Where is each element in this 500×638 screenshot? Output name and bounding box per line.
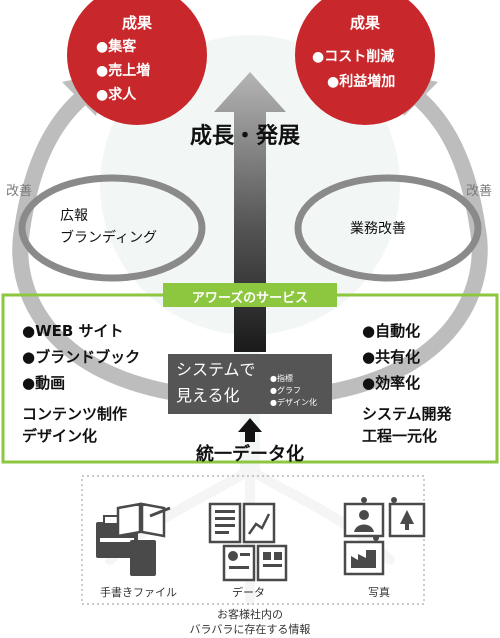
right-result-item: ●利益増加 bbox=[327, 74, 396, 90]
right-service-item: ●共有化 bbox=[362, 348, 421, 366]
data-document-icon bbox=[208, 502, 288, 582]
photo-icon bbox=[343, 497, 426, 576]
right-service-item: ●自動化 bbox=[362, 322, 421, 340]
left-cycle-arrow bbox=[12, 88, 223, 406]
source-label-photo: 写真 bbox=[368, 586, 390, 599]
small-up-arrow bbox=[238, 418, 262, 442]
services-title-bg bbox=[163, 283, 337, 307]
caption-line2: バラバラに存在する情報 bbox=[189, 623, 311, 636]
visualization-line2: 見える化 bbox=[176, 386, 240, 405]
left-service-item: ●ブランドブック bbox=[22, 348, 141, 366]
visualization-line1: システムで bbox=[176, 360, 256, 379]
center-title: 成長・発展 bbox=[190, 124, 301, 149]
left-service-item: ●WEB サイト bbox=[22, 322, 124, 340]
visualization-sub-item: ●指標 bbox=[270, 374, 293, 383]
left-service-label-line2: デザイン化 bbox=[22, 427, 98, 445]
visualization-box bbox=[168, 354, 332, 414]
right-result-title: 成果 bbox=[349, 14, 380, 32]
right-result-circle bbox=[295, 0, 435, 125]
improvement-label-right: 改善 bbox=[466, 184, 493, 199]
visualization-sub-item: ●グラフ bbox=[270, 386, 301, 395]
right-cycle-arrow bbox=[277, 88, 488, 406]
left-service-item: ●動画 bbox=[22, 374, 66, 392]
left-result-title: 成果 bbox=[121, 14, 152, 32]
left-result-item: ●求人 bbox=[96, 87, 137, 103]
left-result-item: ●集客 bbox=[96, 39, 137, 55]
left-ring-label-line2: ブランディング bbox=[60, 230, 158, 246]
right-service-label-line2: 工程一元化 bbox=[362, 427, 438, 445]
source-area bbox=[81, 475, 425, 605]
left-ring-label-line1: 広報 bbox=[60, 208, 88, 224]
right-result-item: ●コスト削減 bbox=[312, 49, 395, 65]
right-ring bbox=[294, 174, 482, 282]
unify-label: 統一データ化 bbox=[196, 444, 304, 465]
left-result-item: ●売上増 bbox=[96, 63, 151, 79]
growth-arrow bbox=[214, 72, 286, 352]
right-ring-label: 業務改善 bbox=[350, 221, 406, 237]
improvement-label-left: 改善 bbox=[6, 184, 33, 199]
right-service-item: ●効率化 bbox=[362, 374, 421, 392]
right-service-label-line1: システム開発 bbox=[362, 405, 452, 423]
left-result-circle bbox=[67, 0, 207, 125]
caption-line1: お客様社内の bbox=[217, 608, 283, 621]
left-service-label-line1: コンテンツ制作 bbox=[22, 405, 128, 423]
visualization-sub-item: ●デザイン化 bbox=[270, 398, 317, 407]
source-label-data: データ bbox=[232, 586, 265, 599]
source-label-handwritten: 手書きファイル bbox=[100, 586, 177, 599]
handwritten-file-icon bbox=[96, 502, 171, 576]
services-title: アワーズのサービス bbox=[191, 291, 309, 306]
left-ring bbox=[18, 174, 206, 282]
